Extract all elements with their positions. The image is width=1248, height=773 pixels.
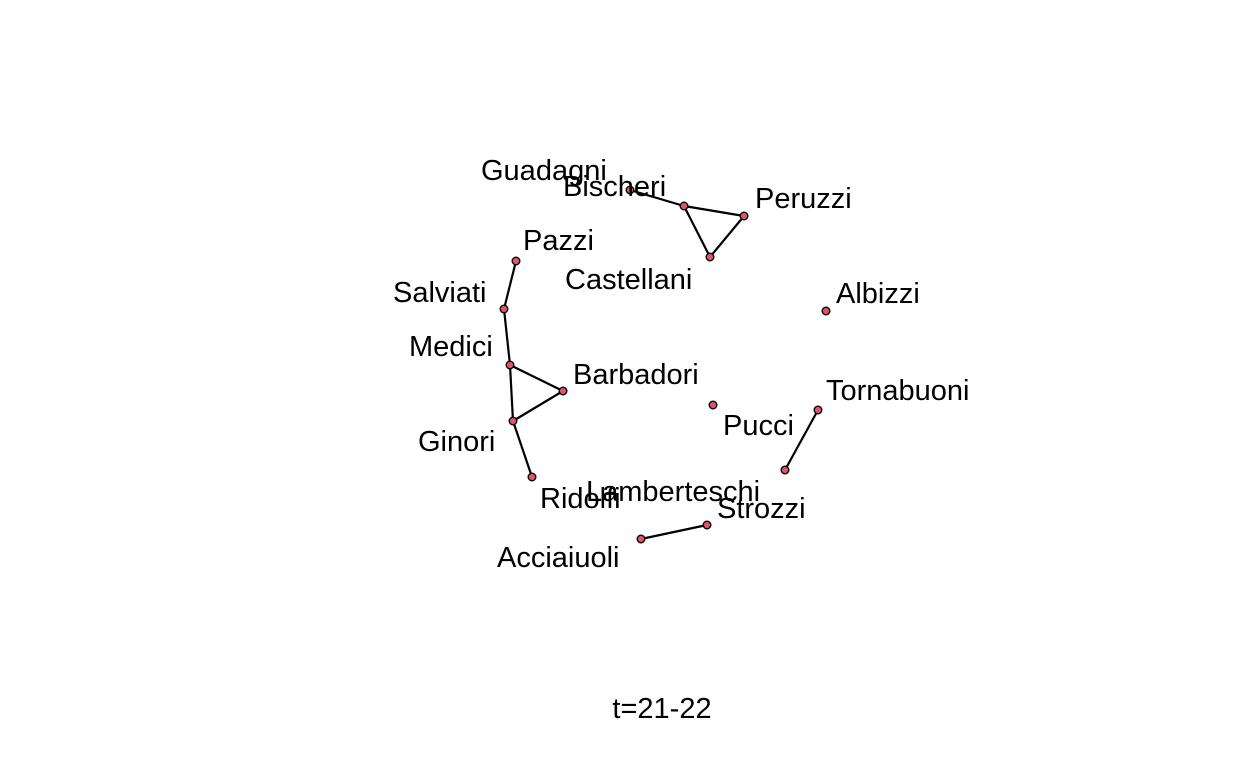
node-label-pazzi: Pazzi	[523, 225, 594, 257]
node-lamberteschi	[780, 465, 790, 475]
node-albizzi	[821, 306, 831, 316]
edge-barbadori-ginori	[512, 390, 564, 422]
time-caption: t=21-22	[612, 693, 711, 725]
node-salviati	[499, 304, 509, 314]
node-layer	[499, 185, 831, 544]
node-label-castellani: Castellani	[565, 264, 692, 296]
node-label-strozzi: Strozzi	[717, 493, 806, 525]
node-label-guadagni: Guadagni	[481, 155, 607, 187]
edge-guadagni-bischeri	[629, 188, 685, 208]
node-label-bischeri: Bischeri	[563, 171, 666, 203]
edge-peruzzi-castellani	[709, 215, 745, 258]
node-pucci	[708, 400, 718, 410]
edge-medici-barbadori	[509, 364, 564, 392]
node-guadagni	[625, 185, 635, 195]
edge-pazzi-salviati	[502, 260, 518, 310]
node-castellani	[705, 252, 715, 262]
node-label-pucci: Pucci	[723, 410, 794, 442]
node-medici	[505, 360, 515, 370]
node-ridolfi	[527, 472, 537, 482]
node-ginori	[508, 416, 518, 426]
node-label-tornabuoni: Tornabuoni	[826, 375, 970, 407]
node-barbadori	[558, 386, 568, 396]
node-pazzi	[511, 256, 521, 266]
edge-strozzi-acciaiuoli	[640, 523, 708, 541]
node-label-medici: Medici	[409, 331, 493, 363]
node-label-ginori: Ginori	[418, 426, 495, 458]
node-label-acciaiuoli: Acciaiuoli	[497, 542, 620, 574]
node-label-barbadori: Barbadori	[573, 359, 699, 391]
edge-medici-ginori	[508, 364, 515, 422]
edge-tornabuoni-lamberteschi	[784, 409, 819, 471]
node-tornabuoni	[813, 405, 823, 415]
node-label-albizzi: Albizzi	[836, 278, 920, 310]
edge-bischeri-castellani	[683, 205, 711, 258]
edge-salviati-medici	[502, 308, 512, 366]
edge-ginori-ridolfi	[511, 420, 534, 478]
node-label-salviati: Salviati	[393, 277, 487, 309]
node-label-peruzzi: Peruzzi	[755, 183, 852, 215]
node-bischeri	[679, 201, 689, 211]
node-strozzi	[702, 520, 712, 530]
node-label-lamberteschi: Lamberteschi	[586, 476, 760, 508]
node-label-ridolfi: Ridolfi	[540, 483, 621, 515]
edge-bischeri-peruzzi	[683, 204, 745, 218]
node-peruzzi	[739, 211, 749, 221]
node-acciaiuoli	[636, 534, 646, 544]
edge-layer	[502, 188, 819, 541]
